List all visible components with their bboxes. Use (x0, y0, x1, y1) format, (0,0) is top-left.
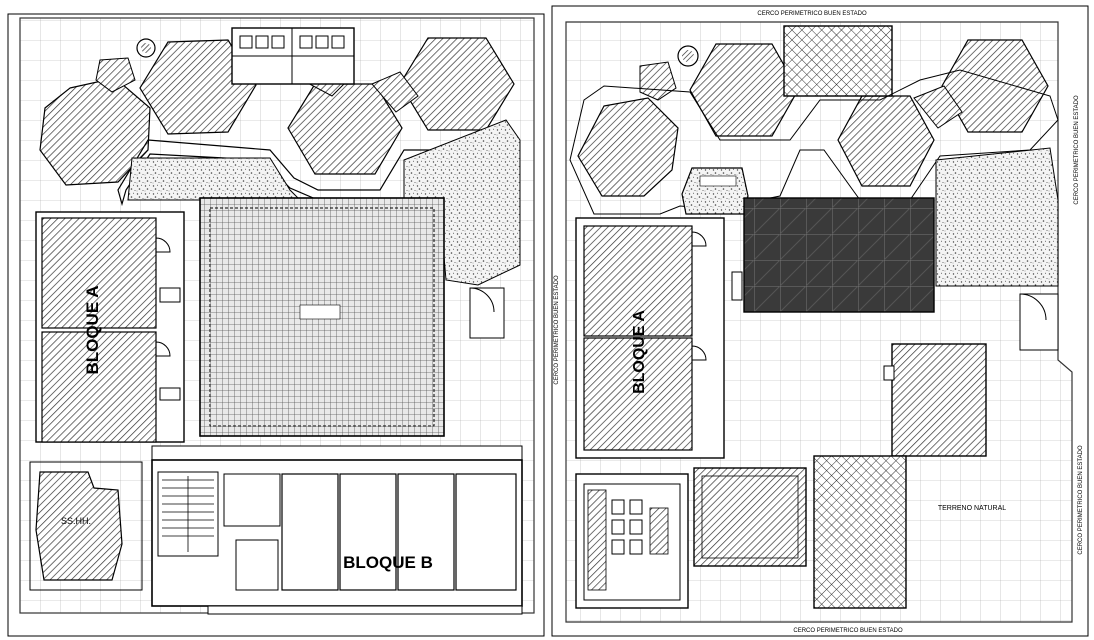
left-block-a-label: BLOQUE A (83, 285, 102, 374)
left-block-b-room-1 (281, 473, 339, 591)
right-block-a-room-2 (583, 337, 693, 451)
right-gravel-area (935, 147, 1059, 287)
left-block-b-gallery (151, 445, 523, 461)
right-garden-box (681, 167, 749, 215)
right-fence-right-top-label: CERCO PERIMETRICO BUEN ESTADO (1074, 95, 1080, 205)
left-block-a-room-2 (41, 331, 157, 443)
left-plan: BLOQUE A SS.HH. BLOQUE B (7, 13, 545, 637)
left-hex-classroom-2 (139, 39, 257, 135)
left-entrance-gate (469, 287, 505, 339)
left-block-a-room-1 (41, 217, 157, 329)
right-dining-block (693, 467, 807, 567)
right-fence-left-label: CERCO PERIMETRICO BUEN ESTADO (554, 275, 560, 385)
right-hex-corridor (569, 69, 1059, 215)
right-fence-bottom-label: CERCO PERIMETRICO BUEN ESTADO (793, 628, 903, 634)
left-block-b-room-4 (455, 473, 517, 591)
right-plan: CERCO PERIMETRICO BUEN ESTADO CERCO PERI… (551, 5, 1089, 637)
left-hex-classroom-1 (39, 77, 151, 186)
right-natural-ground-label: TERRENO NATURAL (938, 505, 1006, 512)
right-cross-hatched-block (813, 455, 907, 609)
right-services-block (783, 25, 893, 97)
left-gravel-area-1 (127, 157, 302, 201)
right-hex-classroom-3 (837, 95, 935, 187)
left-block-b-label: BLOQUE B (343, 553, 433, 572)
right-sports-court (743, 197, 935, 313)
left-ss-hh-block (35, 471, 123, 581)
right-hex-link (913, 85, 963, 129)
left-staircase (162, 476, 214, 552)
left-ss-hh-label: SS.HH. (61, 516, 91, 526)
right-fence-right-bottom-label: CERCO PERIMETRICO BUEN ESTADO (1078, 445, 1084, 555)
left-block-b-room-2 (339, 473, 397, 591)
right-pavilion (891, 343, 987, 457)
left-block-b-room-3 (397, 473, 455, 591)
right-fence-top-label: CERCO PERIMETRICO BUEN ESTADO (757, 11, 867, 17)
right-block-a-room-1 (583, 225, 693, 337)
right-hex-classroom-4 (941, 39, 1049, 133)
right-hex-classroom-1 (577, 97, 679, 197)
right-hex-classroom-2 (689, 43, 799, 137)
right-entrance-gate (1019, 293, 1059, 351)
right-block-a-label: BLOQUE A (631, 310, 648, 394)
left-hex-link-2 (371, 71, 419, 113)
left-hex-annex (95, 57, 136, 93)
